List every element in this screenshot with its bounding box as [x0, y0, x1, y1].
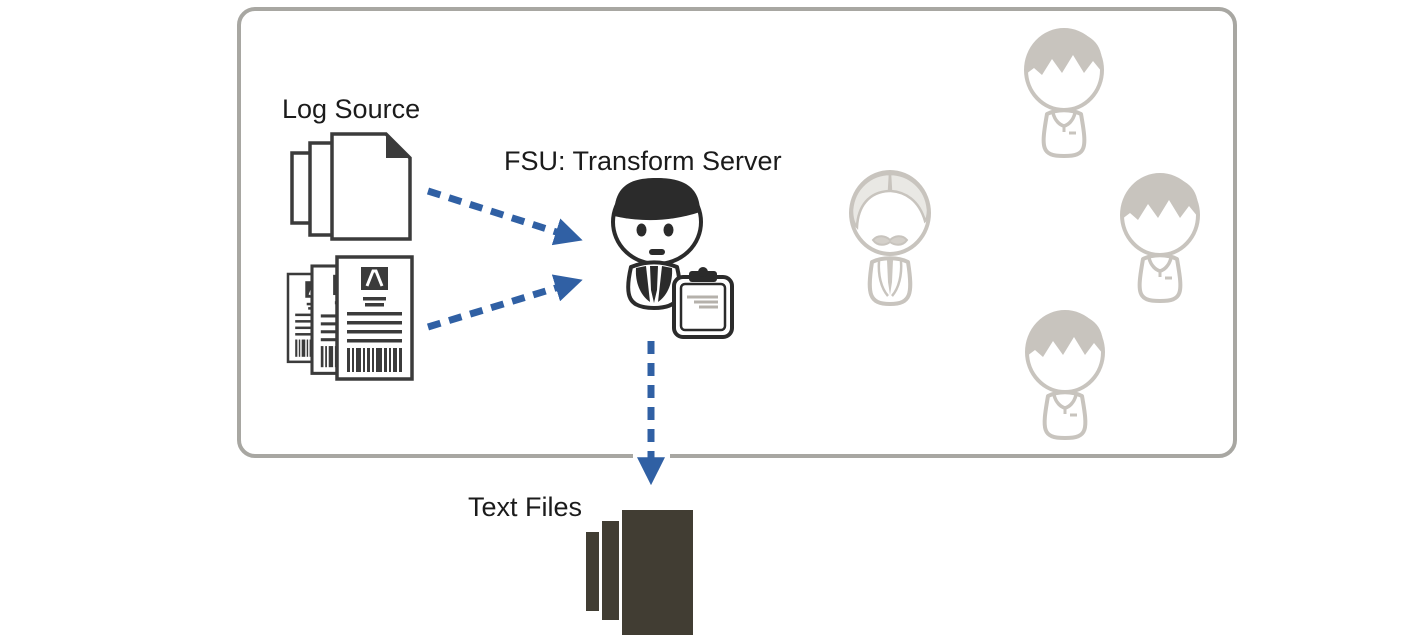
tie: [650, 266, 658, 303]
casual-person-icon: [1025, 310, 1105, 440]
text-files-label: Text Files: [468, 492, 583, 522]
arrow-reports-to-server: [426, 274, 583, 331]
arrow-docs-to-server: [426, 187, 583, 246]
right-eye: [663, 223, 674, 237]
document-stack-icon: [290, 132, 412, 241]
mouth: [649, 249, 665, 255]
report-barcode-stack-icon: [286, 255, 414, 381]
casual-person-icon: [1120, 173, 1200, 303]
casual-person-icon: [1024, 28, 1104, 158]
dark-file-stack-icon: [586, 510, 693, 635]
inactive-people: [849, 28, 1200, 440]
flow-arrows: [426, 187, 665, 486]
mustache-person-icon: [849, 170, 931, 306]
clipboard-icon: [672, 267, 734, 339]
hair: [614, 178, 700, 221]
transform-server-label: FSU: Transform Server: [504, 146, 782, 176]
suited-person-icon: [611, 178, 703, 310]
process-boundary-frame: [237, 7, 1237, 458]
log-source-label: Log Source: [282, 94, 421, 124]
left-eye: [636, 223, 647, 237]
folded-corner: [386, 134, 410, 158]
